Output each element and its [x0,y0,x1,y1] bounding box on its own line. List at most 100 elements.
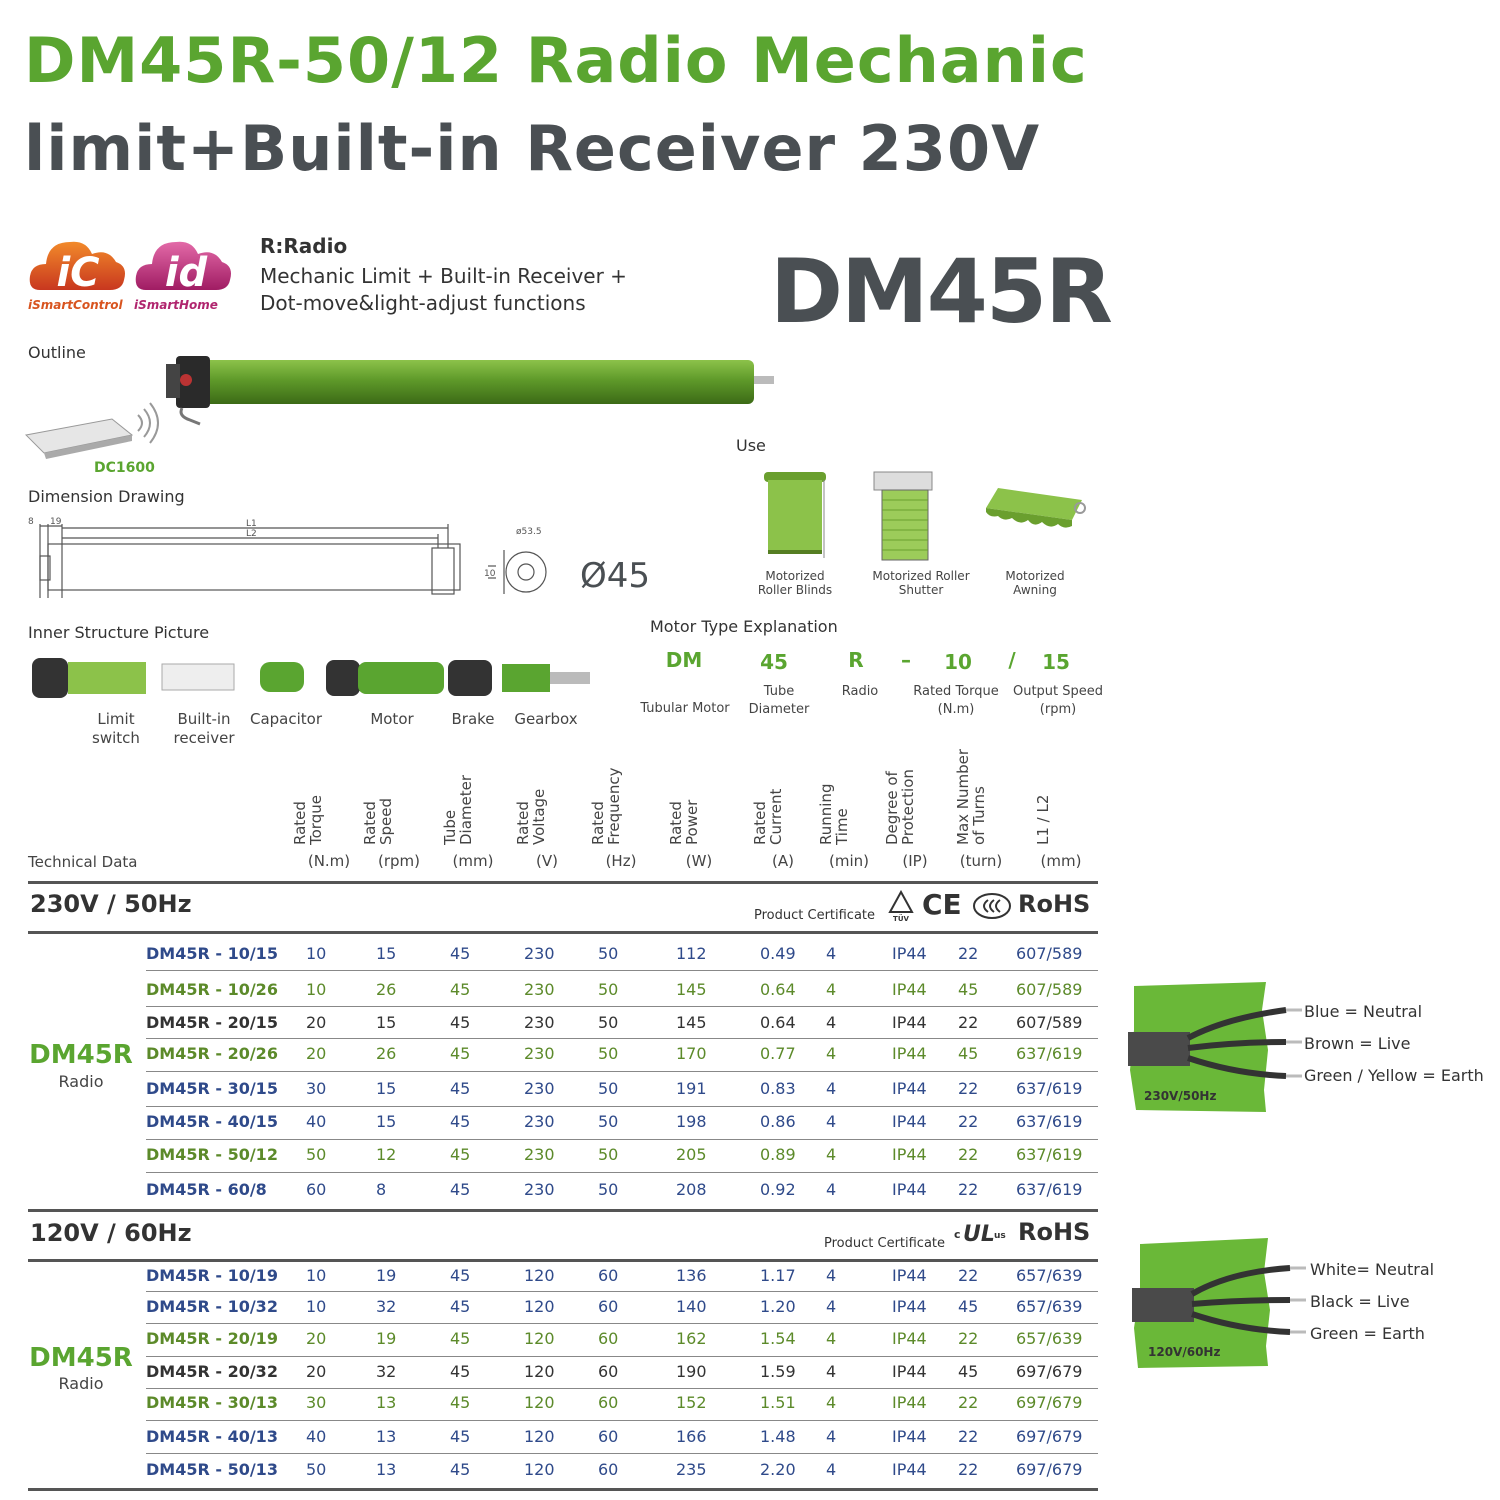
table-cell: 45 [450,980,471,999]
table-cell: IP44 [892,944,927,963]
mt-label-speed: Output Speed(rpm) [1012,684,1104,717]
table-cell: 162 [676,1329,707,1348]
svg-text:8: 8 [28,517,34,527]
col-header: L1 / L2 [1034,794,1052,845]
svg-text:ø53.5: ø53.5 [516,527,542,537]
table-cell: 22 [958,1460,979,1479]
col-unit: (IP) [902,852,928,870]
row-divider [146,1420,1098,1421]
col-header: Rated Power [667,799,701,845]
table-cell: 50 [598,1145,619,1164]
table-cell: IP44 [892,980,927,999]
table-cell: 45 [450,1297,471,1316]
table-cell: 50 [598,1044,619,1063]
part-motor: Motor [370,710,414,728]
table-cell: 26 [376,1044,397,1063]
model-cell: DM45R - 20/15 [146,1013,278,1032]
col-unit: (W) [685,852,713,870]
divider [28,1209,1098,1212]
mt-label-tubular: Tubular Motor [640,701,730,716]
table-cell: 637/619 [1016,1079,1083,1098]
rohs-mark-120v: RoHS [1018,1218,1091,1246]
table-cell: 13 [376,1460,397,1479]
model-cell: DM45R - 10/15 [146,944,278,963]
table-cell: 30 [306,1079,327,1098]
table-cell: 60 [306,1180,327,1199]
model-cell: DM45R - 50/13 [146,1460,278,1479]
table-cell: 4 [826,1393,837,1412]
table-cell: 657/639 [1016,1266,1083,1285]
model-cell: DM45R - 20/19 [146,1329,278,1348]
table-cell: 208 [676,1180,707,1199]
col-header: Rated Frequency [589,767,623,846]
table-cell: 45 [958,980,979,999]
row-divider [146,1172,1098,1173]
technical-data-label: Technical Data [28,853,138,871]
table-cell: 50 [306,1460,327,1479]
table-cell: 230 [524,1044,555,1063]
table-cell: 30 [306,1393,327,1412]
svg-text:UL: UL [963,1222,995,1247]
row-divider [146,1453,1098,1454]
table-cell: 136 [676,1266,707,1285]
divider [28,881,1098,884]
table-cell: 4 [826,1112,837,1131]
table-cell: 170 [676,1044,707,1063]
dimension-drawing: 8 19 L1 L2 ø53.5 10 [28,517,547,598]
table-cell: 4 [826,1297,837,1316]
table-cell: 60 [598,1460,619,1479]
model-cell: DM45R - 10/26 [146,980,278,999]
table-cell: 20 [306,1329,327,1348]
model-cell: DM45R - 20/26 [146,1044,278,1063]
table-cell: IP44 [892,1112,927,1131]
mt-code-slash: / [1008,648,1016,672]
table-cell: 13 [376,1393,397,1412]
svg-text:19: 19 [50,517,62,527]
table-cell: 0.49 [760,944,796,963]
svg-text:TÜV: TÜV [893,914,909,922]
table-cell: 166 [676,1427,707,1446]
col-unit: (min) [829,852,869,870]
group-label-230v: 230V / 50Hz [30,890,192,918]
table-cell: 607/589 [1016,944,1083,963]
table-cell: 15 [376,1112,397,1131]
row-divider [146,1139,1098,1140]
table-cell: IP44 [892,1079,927,1098]
table-cell: 60 [598,1362,619,1381]
table-cell: 15 [376,944,397,963]
table-cell: 45 [450,1329,471,1348]
table-cell: 4 [826,1145,837,1164]
svg-text:230V/50Hz: 230V/50Hz [1144,1089,1216,1103]
table-cell: 637/619 [1016,1145,1083,1164]
row-divider [146,1291,1098,1292]
table-cell: 20 [306,1044,327,1063]
intro-line1: Mechanic Limit + Built-in Receiver + [260,264,627,288]
row-divider [146,970,1098,971]
table-cell: 1.48 [760,1427,796,1446]
table-cell: 22 [958,1013,979,1032]
table-cell: 20 [306,1362,327,1381]
table-cell: 22 [958,1112,979,1131]
col-unit: (N.m) [307,852,351,870]
tubular-motor-image [166,356,774,426]
remote-control-image [24,402,159,459]
table-cell: 112 [676,944,707,963]
table-cell: 1.59 [760,1362,796,1381]
table-cell: 50 [598,1112,619,1131]
table-cell: 4 [826,1044,837,1063]
table-cell: 4 [826,980,837,999]
mt-code-10: 10 [944,650,972,674]
svg-text:us: us [994,1231,1006,1241]
table-cell: 230 [524,980,555,999]
table-cell: 45 [450,1427,471,1446]
col-header: Tube Diameter [441,774,475,845]
table-cell: 230 [524,1145,555,1164]
